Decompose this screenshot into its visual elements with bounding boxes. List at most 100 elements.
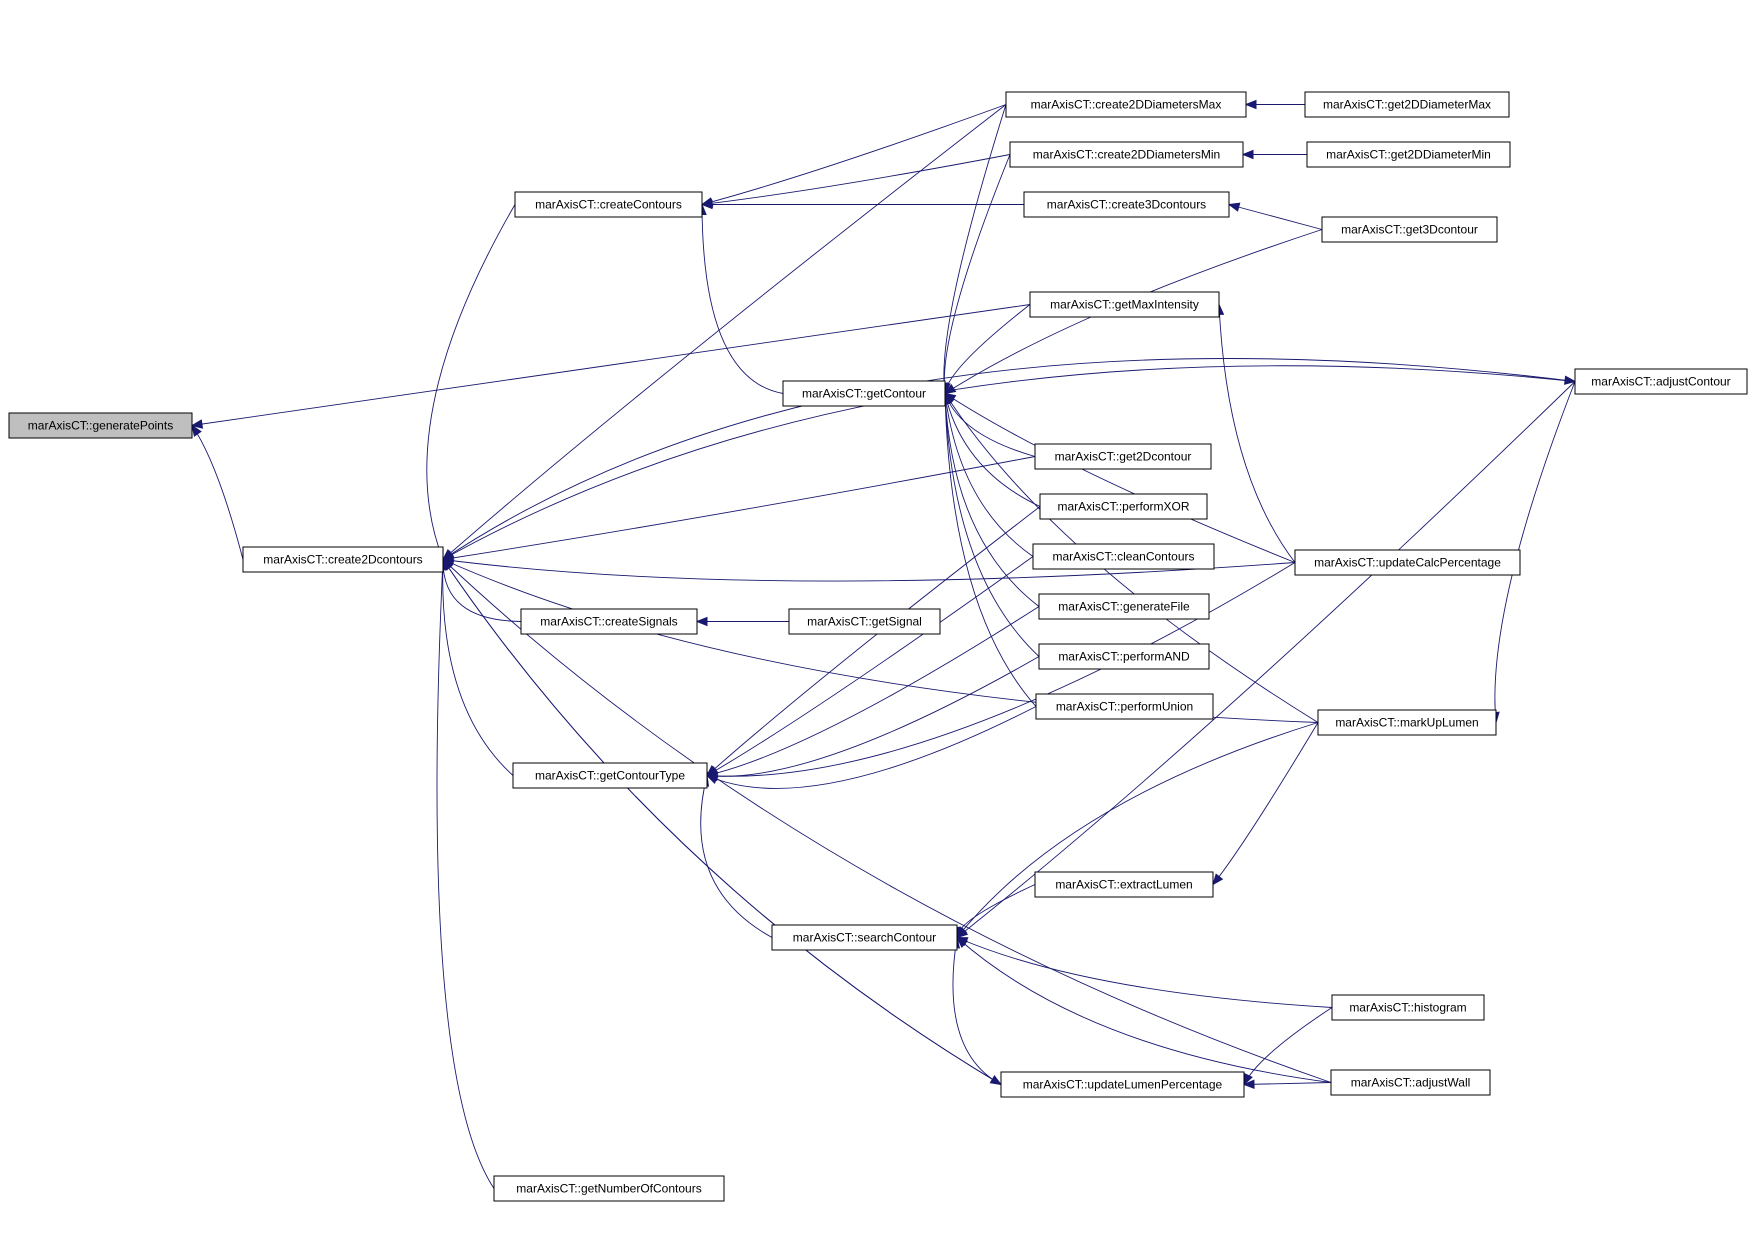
node-create2DDiametersMin[interactable]: marAxisCT::create2DDiametersMin [1009,141,1244,168]
node-label: marAxisCT::getNumberOfContours [516,1182,701,1196]
edge-get2Dcontour-to-getContour [944,393,1036,457]
node-performXOR[interactable]: marAxisCT::performXOR [1039,493,1208,520]
node-getContourType[interactable]: marAxisCT::getContourType [512,762,708,789]
node-histogram[interactable]: marAxisCT::histogram [1331,994,1485,1021]
arrowhead-adjustWall-to-updateLumenPercentage [1242,1079,1255,1089]
edge-extractLumen-to-searchContour [956,884,1036,938]
edge-create2Dcontours-to-updateLumenPercentage [442,559,1002,1085]
node-getSignal[interactable]: marAxisCT::getSignal [788,608,941,635]
node-extractLumen[interactable]: marAxisCT::extractLumen [1034,871,1214,898]
node-box [1029,291,1220,318]
node-generatePoints[interactable]: marAxisCT::generatePoints [8,412,193,439]
node-box [1330,1069,1491,1096]
node-label: marAxisCT::getContour [802,387,926,401]
graph-edges [190,99,1577,1189]
edge-generateFile-to-getContour [944,393,1040,607]
node-label: marAxisCT::adjustWall [1351,1076,1471,1090]
node-performAND[interactable]: marAxisCT::performAND [1038,643,1210,670]
node-adjustWall[interactable]: marAxisCT::adjustWall [1330,1069,1491,1096]
node-label: marAxisCT::createSignals [540,615,677,629]
node-box [493,1175,725,1202]
arrowhead-create2Dcontours-to-updateLumenPercentage [989,1075,1003,1086]
graph-nodes: marAxisCT::generatePointsmarAxisCT::crea… [8,91,1748,1202]
node-label: marAxisCT::performAND [1058,650,1190,664]
node-box [1331,994,1485,1021]
node-get3Dcontour[interactable]: marAxisCT::get3Dcontour [1321,216,1498,243]
node-label: marAxisCT::adjustContour [1591,375,1730,389]
node-cleanContours[interactable]: marAxisCT::cleanContours [1032,543,1215,570]
node-label: marAxisCT::create2DDiametersMin [1033,148,1220,162]
node-updateLumenPercentage[interactable]: marAxisCT::updateLumenPercentage [1000,1071,1245,1098]
arrowhead-getMaxIntensity-to-generatePoints [190,419,204,429]
arrowhead-create2Dcontours-to-adjustContour [1563,375,1577,385]
edge-getContourType-to-create2Dcontours [442,559,514,776]
edge-performXOR-to-getContourType [706,506,1041,776]
edge-createSignals-to-create2Dcontours [442,559,522,622]
node-updateCalcPercentage[interactable]: marAxisCT::updateCalcPercentage [1294,549,1521,576]
node-box [8,412,193,439]
node-create2Dcontours[interactable]: marAxisCT::create2Dcontours [242,546,444,573]
node-getNumberOfContours[interactable]: marAxisCT::getNumberOfContours [493,1175,725,1202]
arrowhead-adjustContour-to-searchContour [955,927,969,939]
node-createContours[interactable]: marAxisCT::createContours [514,191,703,218]
node-box [1032,543,1215,570]
arrowhead-markUpLumen-to-extractLumen [1212,873,1224,886]
edge-adjustContour-to-searchContour [956,381,1576,938]
edge-create2DDiametersMax-to-create2Dcontours [442,104,1007,560]
node-box [520,608,698,635]
edge-performAND-to-getContourType [706,656,1040,777]
edge-adjustWall-to-searchContour [956,937,1332,1083]
node-label: marAxisCT::getContourType [535,769,685,783]
node-getContour[interactable]: marAxisCT::getContour [782,380,946,407]
edge-createContours-to-create2Dcontours [426,204,516,560]
node-label: marAxisCT::create3Dcontours [1047,198,1206,212]
node-adjustContour[interactable]: marAxisCT::adjustContour [1574,368,1748,395]
node-label: marAxisCT::updateLumenPercentage [1023,1078,1223,1092]
node-label: marAxisCT::create2Dcontours [263,553,422,567]
node-box [514,191,703,218]
node-getMaxIntensity[interactable]: marAxisCT::getMaxIntensity [1029,291,1220,318]
node-searchContour[interactable]: marAxisCT::searchContour [771,924,958,951]
edge-searchContour-to-getContourType [700,775,773,938]
edge-get2Dcontour-to-create2Dcontours [442,456,1036,560]
node-create2DDiametersMax[interactable]: marAxisCT::create2DDiametersMax [1005,91,1247,118]
edge-updateCalcPercentage-to-create2Dcontours [442,559,1296,582]
node-label: marAxisCT::get2Dcontour [1055,450,1192,464]
edge-create2DDiametersMax-to-getContour [943,104,1007,394]
node-create3Dcontours[interactable]: marAxisCT::create3Dcontours [1023,191,1230,218]
node-box [1306,141,1511,168]
node-label: marAxisCT::generatePoints [28,419,173,433]
node-performUnion[interactable]: marAxisCT::performUnion [1035,693,1214,720]
edge-performAND-to-getContour [944,393,1040,657]
node-get2DDiameterMin[interactable]: marAxisCT::get2DDiameterMin [1306,141,1511,168]
edge-adjustContour-to-markUpLumen [1494,381,1576,723]
node-label: marAxisCT::searchContour [793,931,936,945]
node-box [1039,493,1208,520]
node-box [1023,191,1230,218]
node-box [1005,91,1247,118]
edge-cleanContours-to-getContour [944,393,1034,557]
node-box [1038,643,1210,670]
arrowhead-get3Dcontour-to-create3Dcontours [1227,202,1241,212]
node-label: marAxisCT::histogram [1349,1001,1466,1015]
edge-markUpLumen-to-extractLumen [1212,722,1319,885]
node-label: marAxisCT::create2DDiametersMax [1031,98,1222,112]
edge-updateLumenPercentage-to-searchContour [952,937,1002,1085]
node-label: marAxisCT::createContours [535,198,682,212]
arrowhead-getSignal-to-createSignals [695,616,708,627]
edge-getNumberOfContours-to-create2Dcontours [436,559,495,1189]
edge-create2Dcontours-to-adjustContour [442,358,1576,560]
node-box [512,762,708,789]
node-createSignals[interactable]: marAxisCT::createSignals [520,608,698,635]
edge-getContour-to-createContours [701,204,784,394]
node-label: marAxisCT::cleanContours [1052,550,1194,564]
node-get2DDiameterMax[interactable]: marAxisCT::get2DDiameterMax [1304,91,1510,118]
node-box [1317,709,1497,736]
arrowhead-markUpLumen-to-getContour [944,392,955,405]
node-get2Dcontour[interactable]: marAxisCT::get2Dcontour [1034,443,1212,470]
node-markUpLumen[interactable]: marAxisCT::markUpLumen [1317,709,1497,736]
node-label: marAxisCT::extractLumen [1055,878,1192,892]
node-generateFile[interactable]: marAxisCT::generateFile [1038,593,1210,620]
node-box [1038,593,1210,620]
